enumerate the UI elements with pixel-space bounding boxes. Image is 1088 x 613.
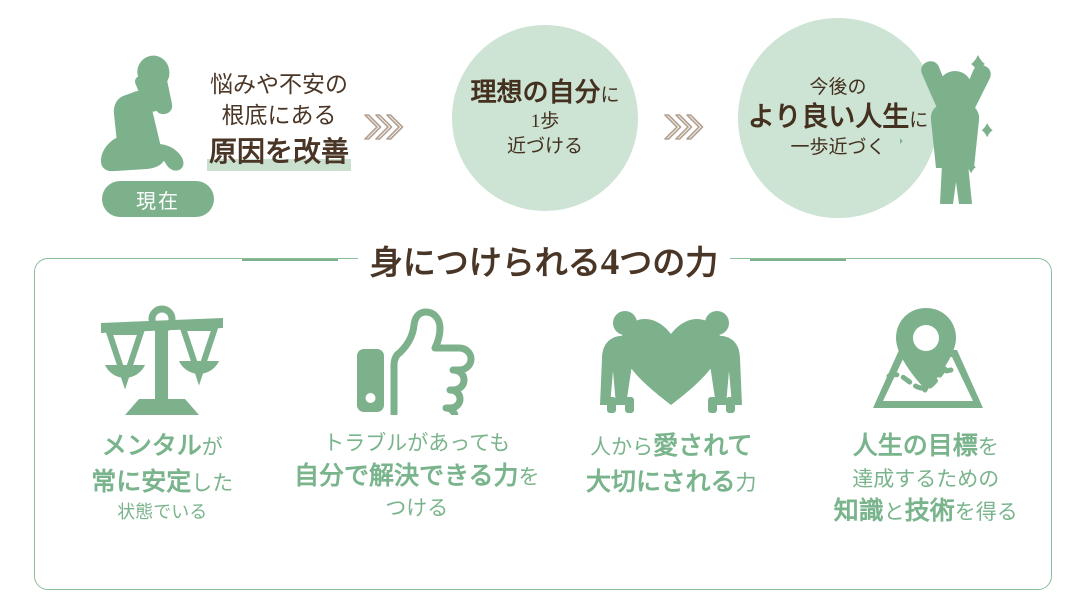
col3-line1: 人から愛されて [590,433,753,460]
title-rule-left [241,259,338,261]
step1-line1: 悩みや不安の [210,72,348,97]
power-column-4: 人生の目標を 達成するための 知識と技術を得る [799,295,1054,530]
kneeling-person-icon [101,55,184,172]
step3-line1: 今後の [809,76,867,98]
triple-chevron-right-icon [364,114,404,140]
step1-line2: 根底にある [221,102,337,128]
col4-text: 人生の目標を 達成するための 知識と技術を得る [834,429,1018,530]
col2-line1: トラブルがあっても [323,431,511,455]
col1-line2: 常に安定した [91,468,234,496]
step3-line3: 一歩近づく [790,136,886,158]
power-column-3: 人から愛されて 大切にされる力 [544,295,799,500]
balance-scale-icon [101,305,224,415]
col4-line2: 達成するための [852,466,1000,491]
people-holding-heart-icon [600,311,743,413]
four-powers-panel: 身につけられる4つの力 [34,236,1053,590]
title-rule-right [750,259,847,261]
col2-icon-wrap [347,295,487,415]
col1-icon-wrap [87,295,237,415]
step1-highlighted-phrase: 原因を改善 [206,133,351,172]
col2-line3: つける [385,496,449,521]
step1-text: 悩みや不安の 根底にある 原因を改善 [196,70,362,172]
step2-line2: 1歩 [530,111,560,133]
map-pin-icon [872,308,983,408]
col4-line3: 知識と技術を得る [833,498,1018,526]
thumbs-up-icon [356,308,475,415]
col2-line2: 自分で解決できる力を [293,462,540,490]
col3-text: 人から愛されて 大切にされる力 [586,429,757,500]
col3-icon-wrap [591,295,751,415]
step3-line2: より良い人生に [747,102,929,133]
panel-title: 身につけられる4つの力 [357,236,731,284]
col3-line2: 大切にされる力 [585,468,757,496]
col1-line1: メンタルが [101,433,223,460]
current-state-block: 現在 [88,52,228,222]
current-badge: 現在 [102,181,214,217]
col1-line3: 状態でいる [117,502,208,522]
celebrating-person-icon [900,55,993,204]
ideal-self-circle: 理想の自分に 1歩 近づける [452,25,638,211]
col2-text: トラブルがあっても 自分で解決できる力を つける [294,429,540,524]
step2-line3: 近づける [506,135,583,157]
power-column-1: メンタルが 常に安定した 状態でいる [35,295,290,526]
col1-text: メンタルが 常に安定した 状態でいる [91,429,233,526]
col4-icon-wrap [851,295,1001,415]
panel-title-wrap: 身につけられる4つの力 [35,236,1053,284]
col4-line1: 人生の目標を [852,433,999,460]
triple-chevron-right-icon-2 [664,114,704,140]
better-life-circle: 今後の より良い人生に 一歩近づく [738,18,938,218]
journey-row: 現在 悩みや不安の 根底にある 原因を改善 理想の自分に 1歩 近づける [0,0,1088,232]
step2-line1: 理想の自分に [470,78,620,108]
powers-columns: メンタルが 常に安定した 状態でいる [35,295,1053,585]
power-column-2: トラブルがあっても 自分で解決できる力を つける [290,295,545,524]
